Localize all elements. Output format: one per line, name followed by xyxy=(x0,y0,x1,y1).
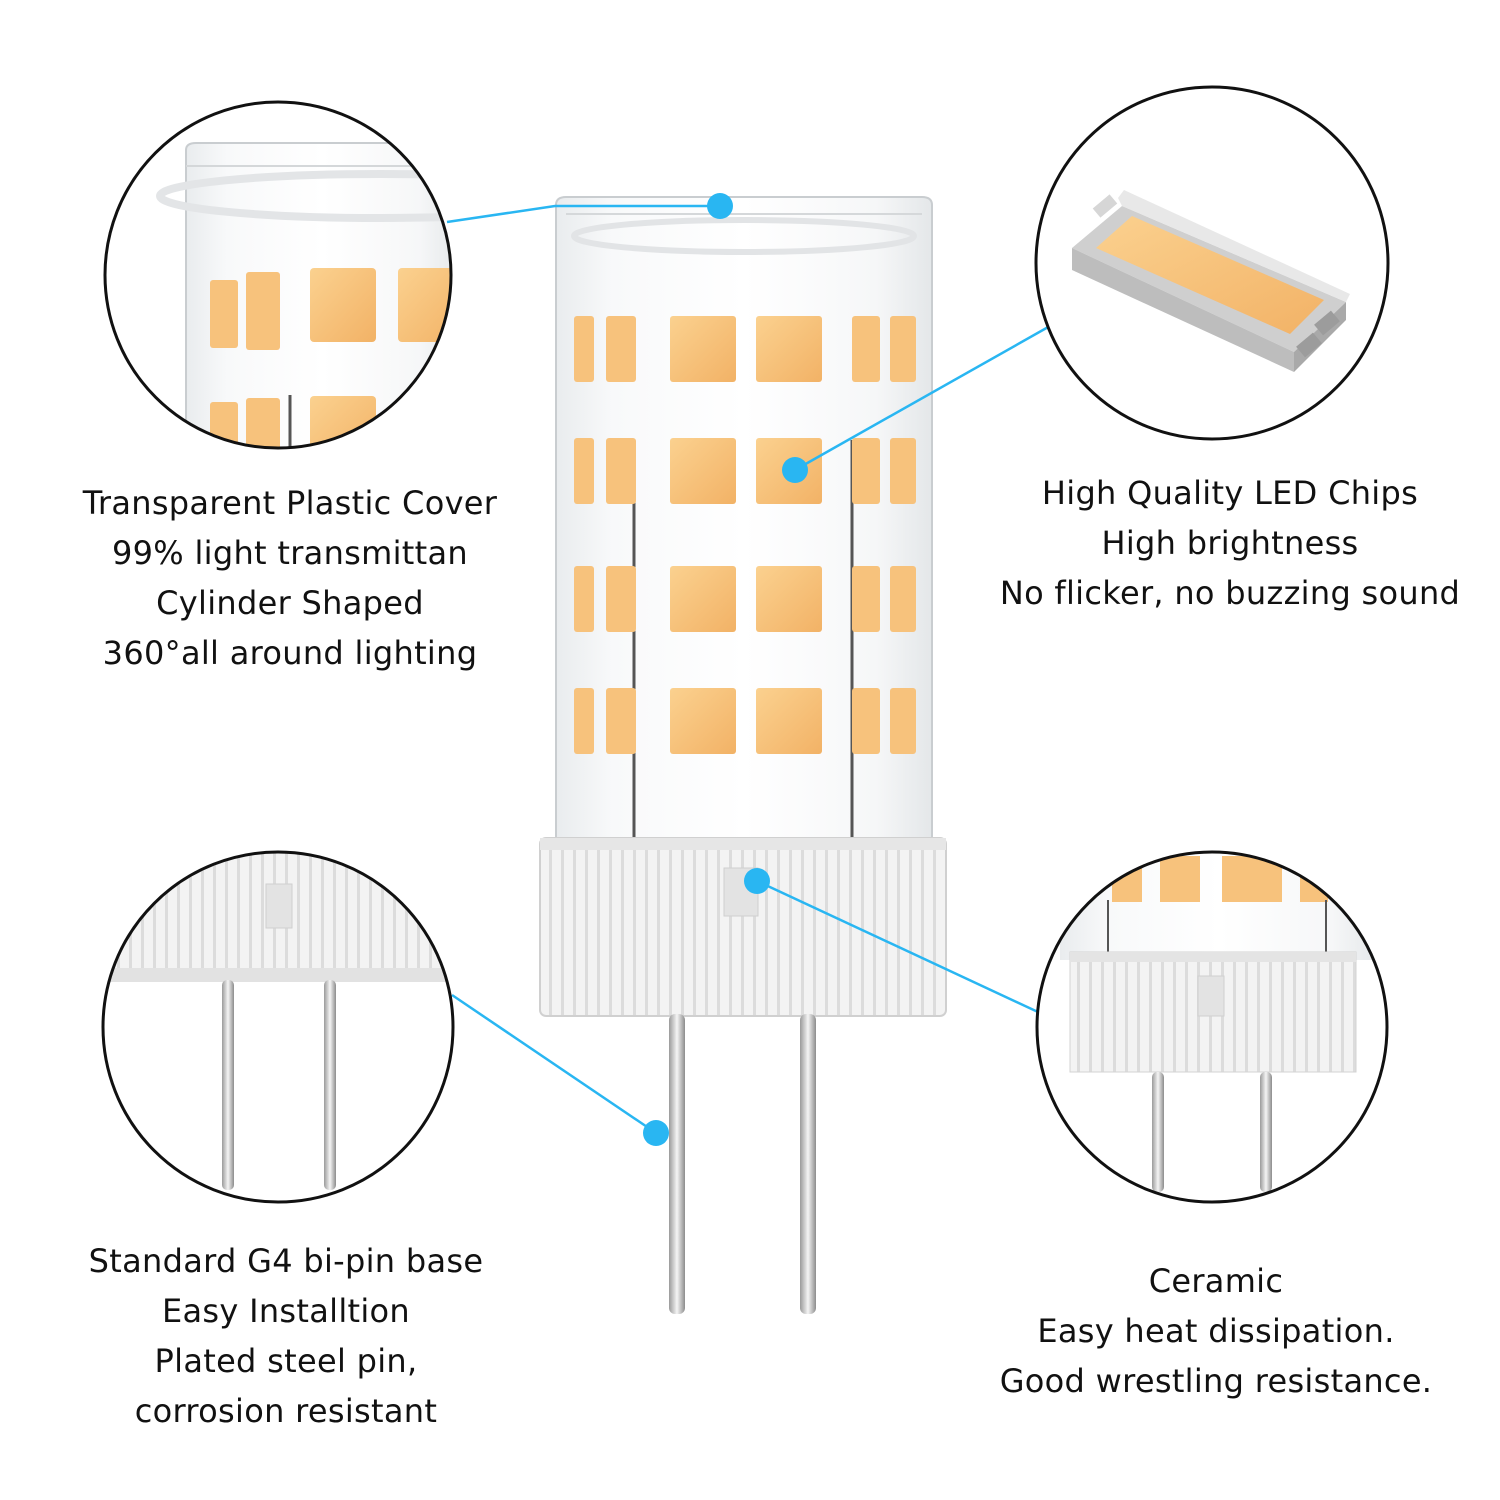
ceramic-base xyxy=(539,837,947,1017)
led-chip xyxy=(670,438,736,504)
led-chip xyxy=(756,566,822,632)
caption-cover: Transparent Plastic Cover 99% light tran… xyxy=(40,478,540,678)
led-chip xyxy=(670,688,736,754)
caption-ceramic: Ceramic Easy heat dissipation. Good wres… xyxy=(966,1256,1466,1406)
led-chip xyxy=(670,566,736,632)
caption-line: High Quality LED Chips xyxy=(1041,474,1419,512)
caption-line: corrosion resistant xyxy=(134,1392,438,1430)
led-chip xyxy=(756,688,822,754)
led-chip xyxy=(890,566,916,632)
caption-line: Good wrestling resistance. xyxy=(999,1362,1433,1400)
zoom-circle-ceramic xyxy=(1035,850,1389,1204)
led-chip-grid xyxy=(574,316,916,754)
callout-dot-ceramic xyxy=(744,868,770,894)
caption-line: Transparent Plastic Cover xyxy=(82,484,498,522)
led-chip xyxy=(574,566,594,632)
led-chip xyxy=(756,316,822,382)
transparent-cover xyxy=(555,196,933,846)
caption-line: Easy Installtion xyxy=(161,1292,411,1330)
caption-chips: High Quality LED Chips High brightness N… xyxy=(980,468,1480,618)
zoom-circle-pins xyxy=(101,850,455,1204)
led-chip xyxy=(606,316,636,382)
zoom-circle-cover xyxy=(103,100,453,450)
caption-line: Plated steel pin, xyxy=(154,1342,418,1380)
bi-pin-right xyxy=(800,1014,816,1314)
led-chip xyxy=(670,316,736,382)
led-chip xyxy=(890,688,916,754)
caption-line: Ceramic xyxy=(1148,1262,1284,1300)
led-chip xyxy=(606,688,636,754)
led-chip xyxy=(574,316,594,382)
callout-lines xyxy=(446,204,1051,1135)
caption-line: 99% light transmittan xyxy=(111,534,468,572)
caption-line: Easy heat dissipation. xyxy=(1037,1312,1395,1350)
bi-pin-left xyxy=(669,1014,685,1314)
zoom-circle-chip xyxy=(1034,85,1390,441)
led-chip xyxy=(852,316,880,382)
caption-line: High brightness xyxy=(1101,524,1359,562)
led-bulb xyxy=(539,196,947,1314)
led-chip xyxy=(890,316,916,382)
led-chip xyxy=(574,688,594,754)
led-chip xyxy=(606,438,636,504)
caption-line: Cylinder Shaped xyxy=(156,584,424,622)
led-chip xyxy=(606,566,636,632)
caption-line: No flicker, no buzzing sound xyxy=(999,574,1461,612)
caption-line: 360°all around lighting xyxy=(102,634,478,672)
led-chip xyxy=(574,438,594,504)
callout-dot-base xyxy=(643,1120,669,1146)
callout-dot-chips xyxy=(782,457,808,483)
caption-base: Standard G4 bi-pin base Easy Installtion… xyxy=(36,1236,536,1436)
caption-line: Standard G4 bi-pin base xyxy=(88,1242,484,1280)
led-chip xyxy=(852,566,880,632)
callout-dot-cover xyxy=(707,193,733,219)
led-chip xyxy=(852,438,880,504)
led-chip xyxy=(852,688,880,754)
led-chip xyxy=(890,438,916,504)
